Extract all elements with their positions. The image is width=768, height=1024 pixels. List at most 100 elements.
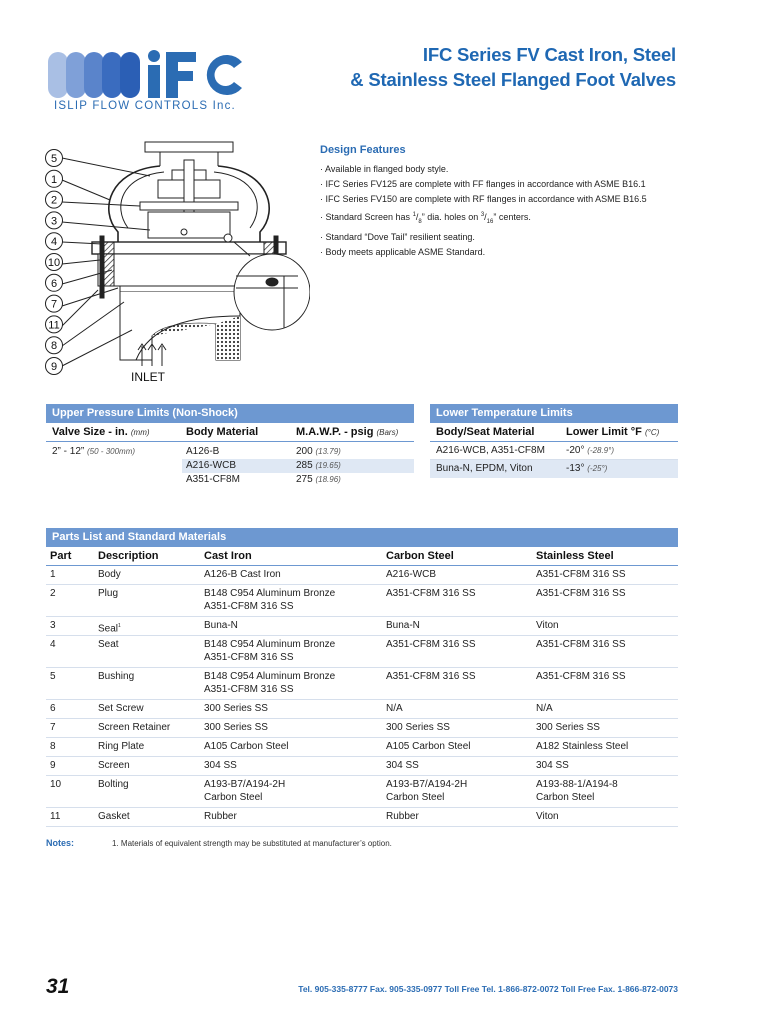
notes-label: Notes: [46,838,75,848]
table-cell: 6 [50,703,56,714]
company-name: ISLIP FLOW CONTROLS Inc. [54,100,236,112]
table-cell: A351-CF8M 316 SS [386,639,476,650]
table-header-row: Valve Size - in. (mm) Body Material M.A.… [46,423,414,442]
feature-item: · Available in flanged body style. [320,164,449,174]
table-cell: A351-CF8M 316 SS [536,671,626,682]
table-cell: Ring Plate [98,741,145,752]
table-cell: Screen Retainer [98,722,171,733]
table-cell: A351-CF8M 316 SS [386,671,476,682]
callout-7: 7 [45,294,63,313]
table-cell: Gasket [98,811,130,822]
table-cell: Screen [98,760,130,771]
callout-3: 3 [45,211,63,230]
callout-11: 11 [45,315,63,334]
table-cell: A216-WCB [186,460,237,471]
table-cell: 304 SS [204,760,237,771]
table-body: 2” - 12” (50 - 300mm) A126-B 200 (13.79)… [46,442,414,488]
table-cell: Seat [98,639,119,650]
valve-cross-section-diagram: 5 1 2 3 4 10 6 7 11 8 9 INLET [45,141,310,384]
table-cell: Rubber [386,811,419,822]
table-title: Parts List and Standard Materials [46,528,678,547]
svg-text:3: 3 [51,215,57,227]
table-cell: A126-B Cast Iron [204,569,281,580]
parts-list-table: Parts List and Standard Materials Part D… [46,528,678,827]
inlet-label: INLET [131,370,166,384]
feature-item: · IFC Series FV125 are complete with FF … [320,179,646,190]
table-cell: Viton [536,811,559,822]
table-cell: 200 (13.79) [296,446,341,457]
table-cell: Plug [98,588,119,599]
column-header: Part [50,550,72,562]
column-header: Carbon Steel [386,550,454,562]
callout-5: 5 [45,149,63,167]
svg-text:7: 7 [51,299,57,311]
table-cell: Bushing [98,671,135,682]
page-number: 31 [46,975,70,998]
design-features-heading: Design Features [320,144,406,156]
table-cell: A126-B [186,446,220,457]
table-cell: 300 Series SS [204,722,268,733]
svg-text:2: 2 [51,195,57,207]
table-cell: 8 [50,741,56,752]
svg-text:1: 1 [51,174,57,186]
table-cell: Buna-N [204,620,238,631]
svg-text:5: 5 [51,153,57,165]
title-line-2: & Stainless Steel Flanged Foot Valves [350,69,676,90]
table-cell: A216-WCB [386,569,437,580]
feature-item: · Body meets applicable ASME Standard. [320,246,486,257]
column-header: Lower Limit °F (°C) [566,426,660,438]
table-cell: 285 (19.65) [296,460,341,471]
design-features-list: · Available in flanged body style. · IFC… [320,162,700,260]
table-cell: Bolting [98,779,129,790]
ifc-logo [48,50,242,98]
feature-item: · IFC Series FV150 are complete with RF … [320,194,647,205]
svg-text:8: 8 [51,340,57,352]
svg-text:6: 6 [51,278,57,290]
column-header: M.A.W.P. - psig (Bars) [296,426,399,438]
design-features: Design Features · Available in flanged b… [320,144,700,260]
table-cell: 7 [50,722,56,733]
page-title: IFC Series FV Cast Iron, Steel & Stainle… [350,42,676,92]
column-header: Stainless Steel [536,550,614,562]
notes: Notes: 1. Materials of equivalent strengt… [46,838,392,848]
table-cell: 1 [50,569,56,580]
table-cell: A351-CF8M 316 SS [536,588,626,599]
table-cell: A105 Carbon Steel [386,741,471,752]
upper-pressure-limits-table: Upper Pressure Limits (Non-Shock) Valve … [46,404,414,488]
callout-4: 4 [45,232,63,251]
table-cell: A105 Carbon Steel [204,741,289,752]
table-cell: A182 Stainless Steel [536,741,629,752]
callout-8: 8 [45,336,63,355]
column-header: Cast Iron [204,550,252,562]
table-cell: 304 SS [536,760,569,771]
notes-text: 1. Materials of equivalent strength may … [112,839,392,848]
feature-item: · Standard “Dove Tail” resilient seating… [320,231,475,242]
feature-item-screen: · Standard Screen has 1/8” dia. holes on… [320,211,531,225]
table-cell: -13° (-25°) [566,463,608,474]
column-header: Description [98,550,159,562]
table-title: Upper Pressure Limits (Non-Shock) [46,404,414,423]
table-row: A216-WCB, A351-CF8M -20° (-28.9°) [430,442,678,460]
table-row: 8 Ring Plate A105 Carbon Steel A105 Carbon … [46,738,678,757]
table-cell: N/A [386,703,403,714]
callout-9: 9 [45,357,63,375]
table-cell: 10 [50,779,62,790]
table-cell: Rubber [204,811,237,822]
table-cell: -20° (-28.9°) [566,445,614,456]
callout-10: 10 [45,253,63,271]
table-cell: A216-WCB, A351-CF8M [436,445,545,456]
table-cell: Set Screw [98,703,144,714]
callout-2: 2 [45,190,63,209]
table-title: Lower Temperature Limits [430,404,678,423]
svg-text:4: 4 [51,236,57,248]
column-header: Valve Size - in. (mm) [52,426,150,438]
